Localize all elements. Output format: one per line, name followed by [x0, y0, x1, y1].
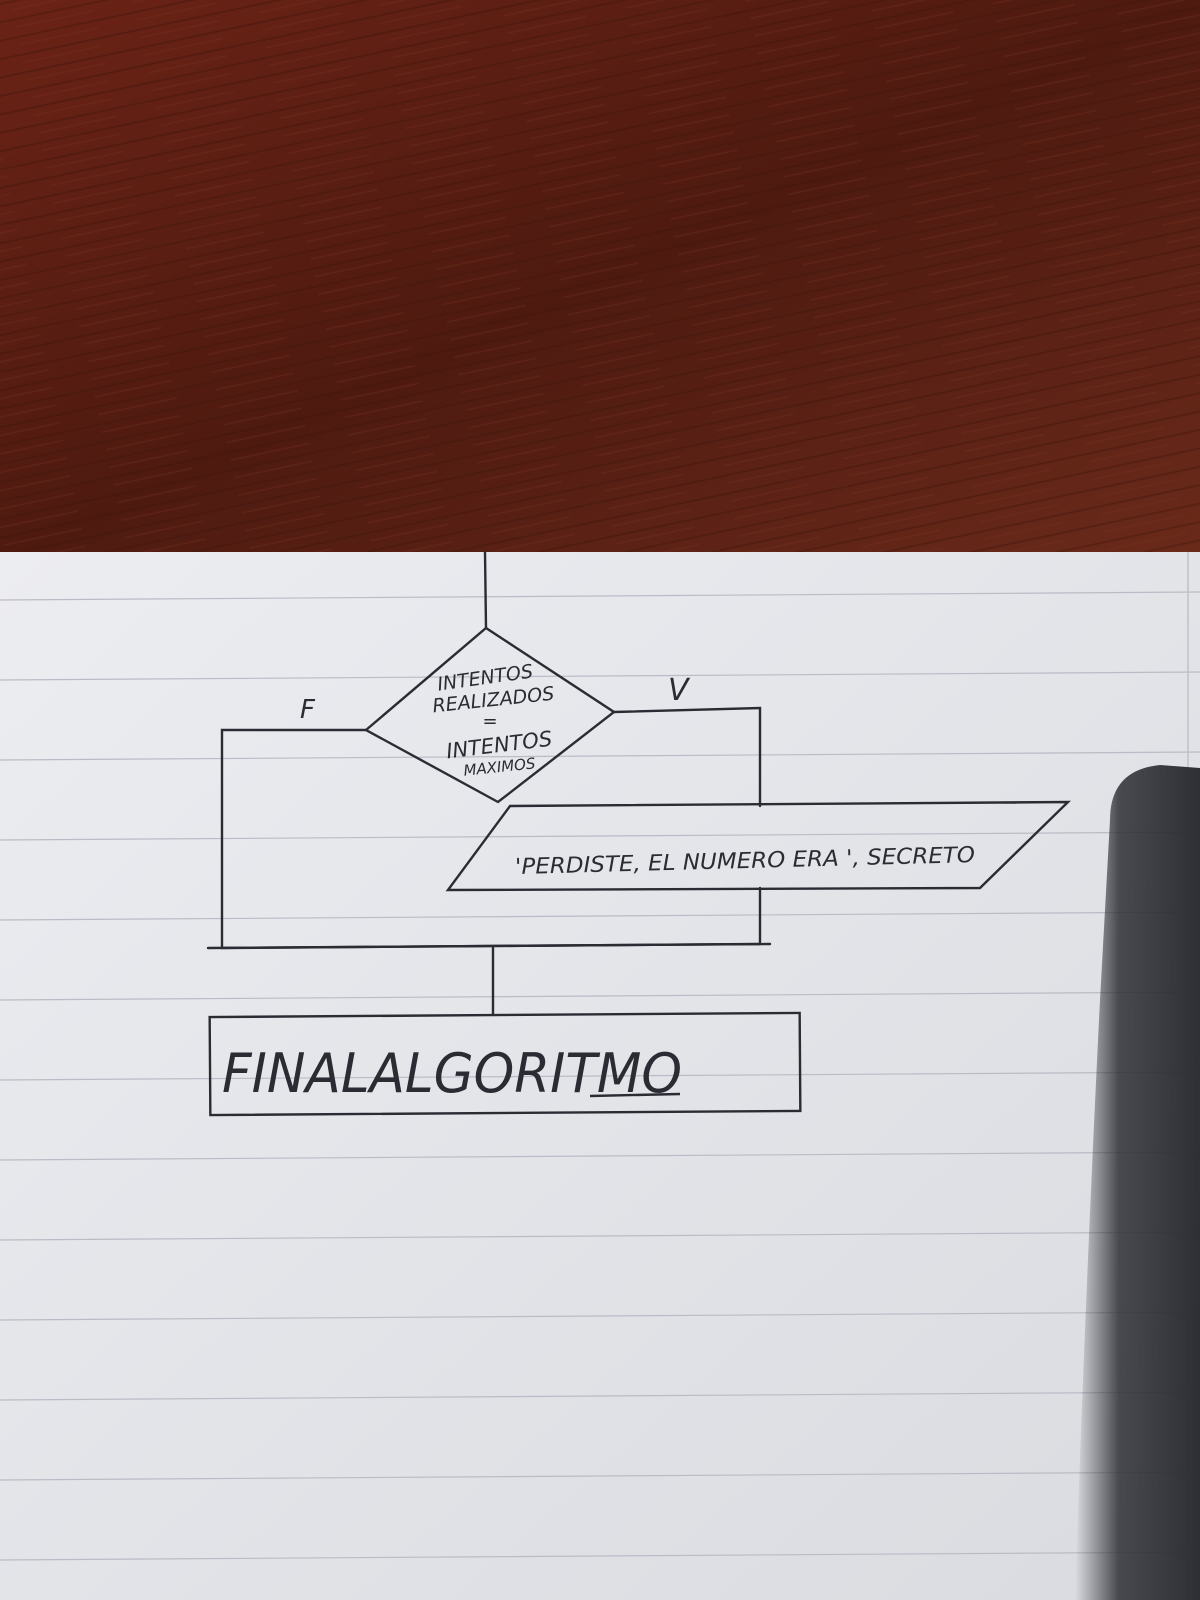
decision-diamond: [363, 626, 617, 804]
end-text-underline: [589, 1092, 681, 1098]
wood-grain: [0, 0, 1200, 560]
output-parallelogram: [445, 800, 1071, 892]
merge-line: [206, 942, 772, 950]
false-branch-label: F: [300, 695, 316, 725]
true-branch-line: [612, 706, 762, 808]
ruled-lines: [0, 591, 1200, 1561]
hand-shadow: [1075, 765, 1200, 1600]
flow-line-in: [483, 550, 488, 630]
flowchart: [206, 550, 1071, 1117]
true-branch-label: V: [668, 673, 691, 708]
decision-line-3: =: [482, 711, 497, 732]
end-terminal: [208, 1011, 802, 1117]
